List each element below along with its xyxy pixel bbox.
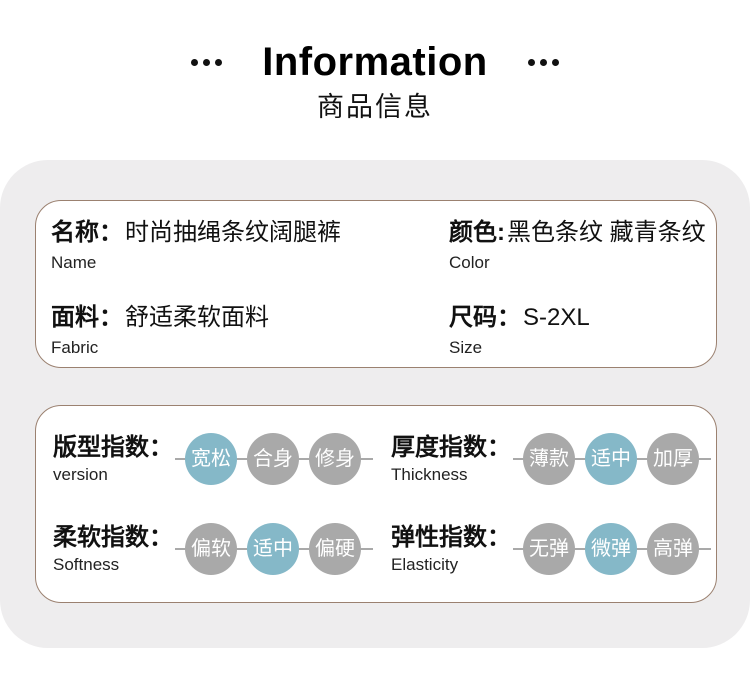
field-name: 名称： 时尚抽绳条纹阔腿裤 Name — [51, 219, 449, 304]
scale-option: 宽松 — [185, 433, 237, 485]
scale-option: 薄款 — [523, 433, 575, 485]
elasticity-scale: 无弹 微弹 高弹 — [513, 523, 711, 575]
field-size-value: S-2XL — [523, 304, 590, 331]
field-color: 颜色: 黑色条纹 藏青条纹 Color — [449, 219, 716, 304]
version-label: 版型指数： — [53, 434, 173, 462]
thickness-scale: 薄款 适中 加厚 — [513, 433, 711, 485]
scale-option: 适中 — [585, 433, 637, 485]
thickness-sublabel: Thickness — [391, 464, 468, 484]
page-title: Information — [262, 40, 488, 84]
field-size-sublabel: Size — [449, 337, 483, 357]
thickness-index-row: 厚度指数： Thickness 薄款 适中 加厚 — [391, 414, 716, 504]
scale-option: 合身 — [247, 433, 299, 485]
field-fabric-value: 舒适柔软面料 — [125, 304, 269, 331]
field-fabric: 面料： 舒适柔软面料 Fabric — [51, 304, 449, 367]
version-index-row: 版型指数： version 宽松 合身 修身 — [36, 414, 391, 504]
field-color-label: 颜色: — [449, 219, 505, 246]
page-subtitle: 商品信息 — [317, 92, 433, 122]
field-size: 尺码： S-2XL Size — [449, 304, 716, 367]
softness-sublabel: Softness — [53, 554, 120, 574]
scale-option: 偏软 — [185, 523, 237, 575]
softness-label: 柔软指数： — [53, 524, 173, 552]
info-panel: 名称： 时尚抽绳条纹阔腿裤 Name 颜色: 黑色条纹 藏青条纹 Color 面… — [0, 160, 750, 648]
section-header: Information 商品信息 — [0, 0, 750, 121]
scale-option: 偏硬 — [309, 523, 361, 575]
elasticity-sublabel: Elasticity — [391, 554, 459, 574]
field-name-sublabel: Name — [51, 252, 97, 272]
decor-dots-left-icon — [191, 58, 223, 66]
elasticity-index-row: 弹性指数： Elasticity 无弹 微弹 高弹 — [391, 504, 716, 594]
basic-info-card: 名称： 时尚抽绳条纹阔腿裤 Name 颜色: 黑色条纹 藏青条纹 Color 面… — [35, 200, 717, 368]
softness-scale: 偏软 适中 偏硬 — [175, 523, 373, 575]
scale-option: 适中 — [247, 523, 299, 575]
field-fabric-sublabel: Fabric — [51, 337, 99, 357]
version-scale: 宽松 合身 修身 — [175, 433, 373, 485]
scale-option: 高弹 — [647, 523, 699, 575]
scale-option: 无弹 — [523, 523, 575, 575]
field-size-label: 尺码： — [449, 304, 521, 331]
field-color-sublabel: Color — [449, 252, 490, 272]
field-fabric-label: 面料： — [51, 304, 123, 331]
thickness-label: 厚度指数： — [391, 434, 511, 462]
softness-index-row: 柔软指数： Softness 偏软 适中 偏硬 — [36, 504, 391, 594]
field-name-label: 名称： — [51, 219, 123, 246]
decor-dots-right-icon — [527, 58, 559, 66]
elasticity-label: 弹性指数： — [391, 524, 511, 552]
scale-option: 修身 — [309, 433, 361, 485]
field-color-value: 黑色条纹 藏青条纹 — [507, 219, 706, 246]
index-card: 版型指数： version 宽松 合身 修身 厚度指数： Thickness 薄… — [35, 405, 717, 603]
scale-option: 加厚 — [647, 433, 699, 485]
field-name-value: 时尚抽绳条纹阔腿裤 — [125, 219, 341, 246]
version-sublabel: version — [53, 464, 108, 484]
scale-option: 微弹 — [585, 523, 637, 575]
